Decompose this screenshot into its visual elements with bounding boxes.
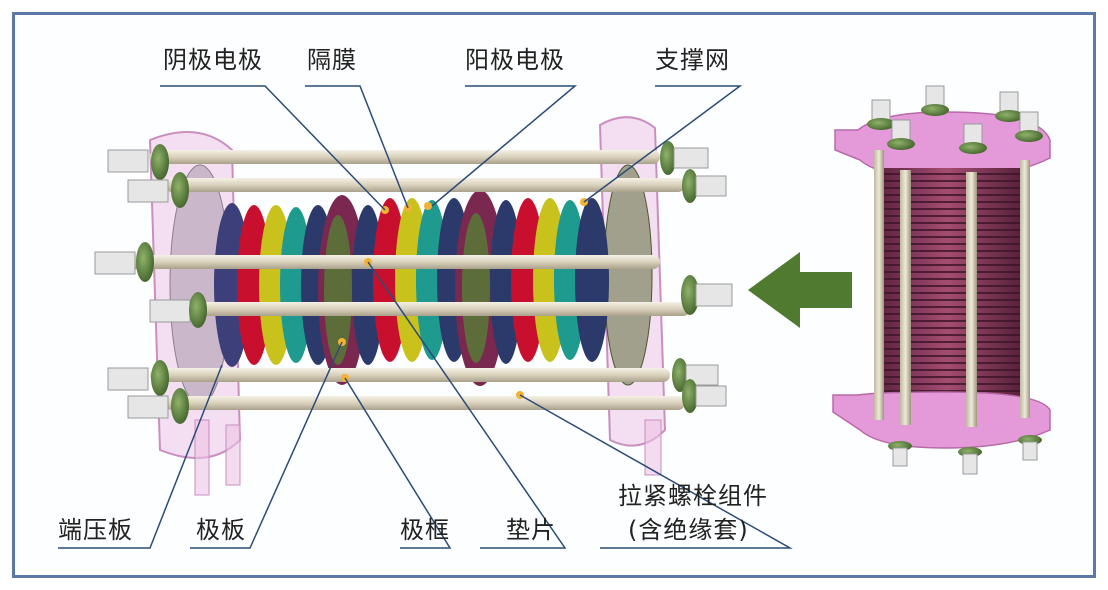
left-nuts [94,144,207,424]
tie-rod [150,150,660,164]
label-electrode-plate: 极板 [196,516,246,544]
label-cathode-electrode: 阴极电极 [163,46,263,74]
leader-lines [58,85,793,549]
label-support-mesh: 支撑网 [655,46,730,74]
tie-rod [150,368,670,382]
exploded-electrolyzer [94,116,733,496]
bottom-nuts [888,435,1042,475]
label-tie-bolt-insulation: (含绝缘套) [628,516,749,544]
disc [462,213,490,363]
assembled-electrolyzer [832,85,1051,475]
label-diaphragm: 隔膜 [307,46,357,74]
top-nuts [867,85,1043,154]
tie-rods [120,150,690,410]
label-tie-bolt-assembly: 拉紧螺栓组件 [618,482,768,510]
label-end-pressure-plate: 端压板 [58,516,133,544]
disc [575,198,609,362]
right-end-pressure-plate [598,116,667,476]
left-arrow-icon [748,252,852,328]
label-electrode-frame: 极框 [400,516,450,544]
tie-rod [165,178,685,192]
label-gasket: 垫片 [506,516,556,544]
right-nuts [660,141,733,413]
tie-rod [165,396,685,410]
label-anode-electrode: 阳极电极 [465,46,565,74]
tie-rod [120,255,660,269]
disc [324,215,352,365]
disc-stack [214,190,609,386]
tie-rod [165,302,690,316]
